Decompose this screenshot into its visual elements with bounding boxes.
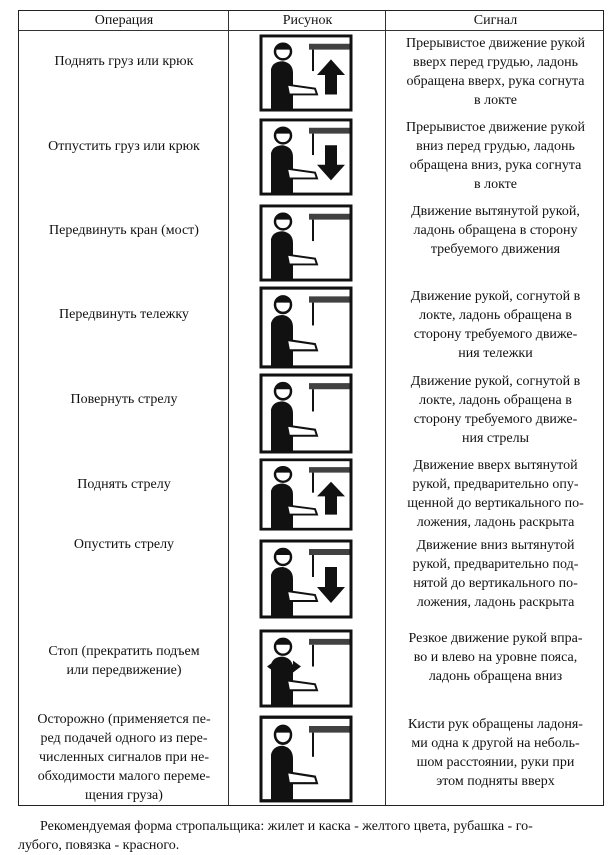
signal-text: вверх перед грудью, ладонь — [412, 55, 579, 70]
operation-text: ред подачей одного из пере- — [40, 731, 208, 746]
operation-text: Поднять груз или крюк — [54, 54, 194, 69]
signal-text: Движение рукой, согнутой в — [410, 374, 581, 389]
operation-cell: Передвинуть тележку — [19, 305, 229, 324]
operation-cell: Осторожно (применяется пе-ред подачей од… — [19, 710, 229, 805]
signal-cell: Движение рукой, согнутой в локте, ладонь … — [386, 287, 605, 363]
signal-text: обращена вниз, рука согнута — [409, 158, 582, 173]
signal-text: ложения, ладонь раскрыта — [416, 595, 575, 610]
operation-text: Передвинуть кран (мост) — [49, 223, 199, 238]
signal-text: Движение вниз вытянутой — [416, 538, 575, 553]
header-signal: Сигнал — [473, 13, 518, 28]
signal-lower-load-image — [259, 118, 353, 196]
signal-cell: Движение вытянутой рукой, ладонь обращена… — [386, 202, 605, 259]
signal-text: сторону требуемого движе- — [413, 327, 578, 342]
operation-text: численных сигналов при не- — [38, 750, 210, 765]
header-divider — [19, 30, 603, 31]
column-divider — [385, 11, 386, 805]
signal-text: щенной до вертикального по- — [407, 496, 584, 511]
operation-text: обходимости малого переме- — [37, 769, 211, 784]
signal-text: локте, ладонь обращена в — [419, 308, 572, 323]
operation-text: щения груза) — [85, 788, 163, 803]
operation-cell: Поднять стрелу — [19, 475, 229, 494]
signal-stop-image — [259, 629, 353, 708]
signal-text: рукой, предварительно опу- — [412, 477, 579, 492]
signal-text: ми одна к другой на неболь- — [411, 736, 580, 751]
operation-cell: Опустить стрелу — [19, 535, 229, 554]
signal-cell: Прерывистое движение рукой вверх перед гр… — [386, 34, 605, 110]
signal-cell: Кисти рук обращены ладоня-ми одна к друг… — [386, 715, 605, 791]
operation-cell: Стоп (прекратить подъем или передвижение) — [19, 642, 229, 680]
signal-text: Прерывистое движение рукой — [406, 120, 585, 135]
signal-text: локте, ладонь обращена в — [419, 393, 572, 408]
signal-text: Движение рукой, согнутой в — [410, 289, 581, 304]
signal-lower-boom-image — [259, 539, 353, 619]
operation-text: Повернуть стрелу — [70, 392, 178, 407]
operation-text: Стоп (прекратить подъем — [48, 644, 200, 659]
operation-cell: Поднять груз или крюк — [19, 52, 229, 71]
signal-text: Кисти рук обращены ладоня- — [408, 717, 583, 732]
operation-text: Осторожно (применяется пе- — [37, 712, 211, 727]
signal-cell: Движение вниз вытянутой рукой, предварите… — [386, 536, 605, 612]
signal-text: ния тележки — [458, 346, 533, 361]
signal-move-trolley-image — [259, 286, 353, 369]
signal-text: требуемого движения — [430, 242, 561, 257]
signal-lift-load-image — [259, 34, 353, 112]
operation-cell: Отпустить груз или крюк — [19, 137, 229, 156]
signal-text: Резкое движение рукой впра- — [408, 631, 583, 646]
signal-text: вниз перед грудью, ладонь — [416, 139, 575, 154]
signal-text: сторону требуемого движе- — [413, 412, 578, 427]
signal-text: этом подняты вверх — [436, 774, 555, 789]
signal-text: рукой, предварительно под- — [412, 557, 579, 572]
signal-text: в локте — [473, 93, 518, 108]
signal-text: нятой до вертикального по- — [413, 576, 578, 591]
signal-text: Движение вверх вытянутой — [413, 458, 578, 473]
footnote-line: Рекомендуемая форма стропальщика: жилет … — [40, 819, 533, 834]
signal-text: в локте — [473, 177, 518, 192]
signal-raise-boom-image — [259, 458, 353, 531]
signal-text: ния стрелы — [461, 431, 530, 446]
header-picture: Рисунок — [282, 13, 333, 28]
column-divider — [228, 11, 229, 805]
signal-text: ладонь обращена в сторону — [413, 223, 578, 238]
header-operation: Операция — [94, 13, 154, 28]
crane-signals-table: Операция Рисунок Сигнал Поднять груз или… — [18, 10, 604, 806]
operation-cell: Передвинуть кран (мост) — [19, 221, 229, 240]
signal-text: во и влево на уровне пояса, — [413, 650, 578, 665]
operation-text: Отпустить груз или крюк — [48, 139, 200, 154]
signal-cell: Резкое движение рукой впра-во и влево на… — [386, 629, 605, 686]
operation-cell: Повернуть стрелу — [19, 390, 229, 409]
operation-text: или передвижение) — [66, 663, 182, 678]
signal-text: обращена вверх, рука согнута — [406, 74, 585, 89]
signal-cell: Прерывистое движение рукой вниз перед гру… — [386, 118, 605, 194]
signal-text: Прерывистое движение рукой — [406, 36, 585, 51]
signal-move-crane-image — [259, 204, 353, 282]
footnote: Рекомендуемая форма стропальщика: жилет … — [18, 817, 606, 855]
signal-text: шом расстоянии, руки при — [416, 755, 575, 770]
operation-text: Поднять стрелу — [77, 477, 171, 492]
operation-text: Опустить стрелу — [73, 537, 175, 552]
signal-cell: Движение рукой, согнутой в локте, ладонь … — [386, 372, 605, 448]
signal-rotate-boom-image — [259, 373, 353, 454]
footnote-line: лубого, повязка - красного. — [18, 838, 180, 853]
signal-caution-image — [259, 715, 353, 803]
signal-text: ладонь обращена вниз — [428, 669, 563, 684]
signal-cell: Движение вверх вытянутой рукой, предварит… — [386, 456, 605, 532]
signal-text: Движение вытянутой рукой, — [411, 204, 580, 219]
signal-text: ложения, ладонь раскрыта — [416, 515, 575, 530]
operation-text: Передвинуть тележку — [59, 307, 189, 322]
